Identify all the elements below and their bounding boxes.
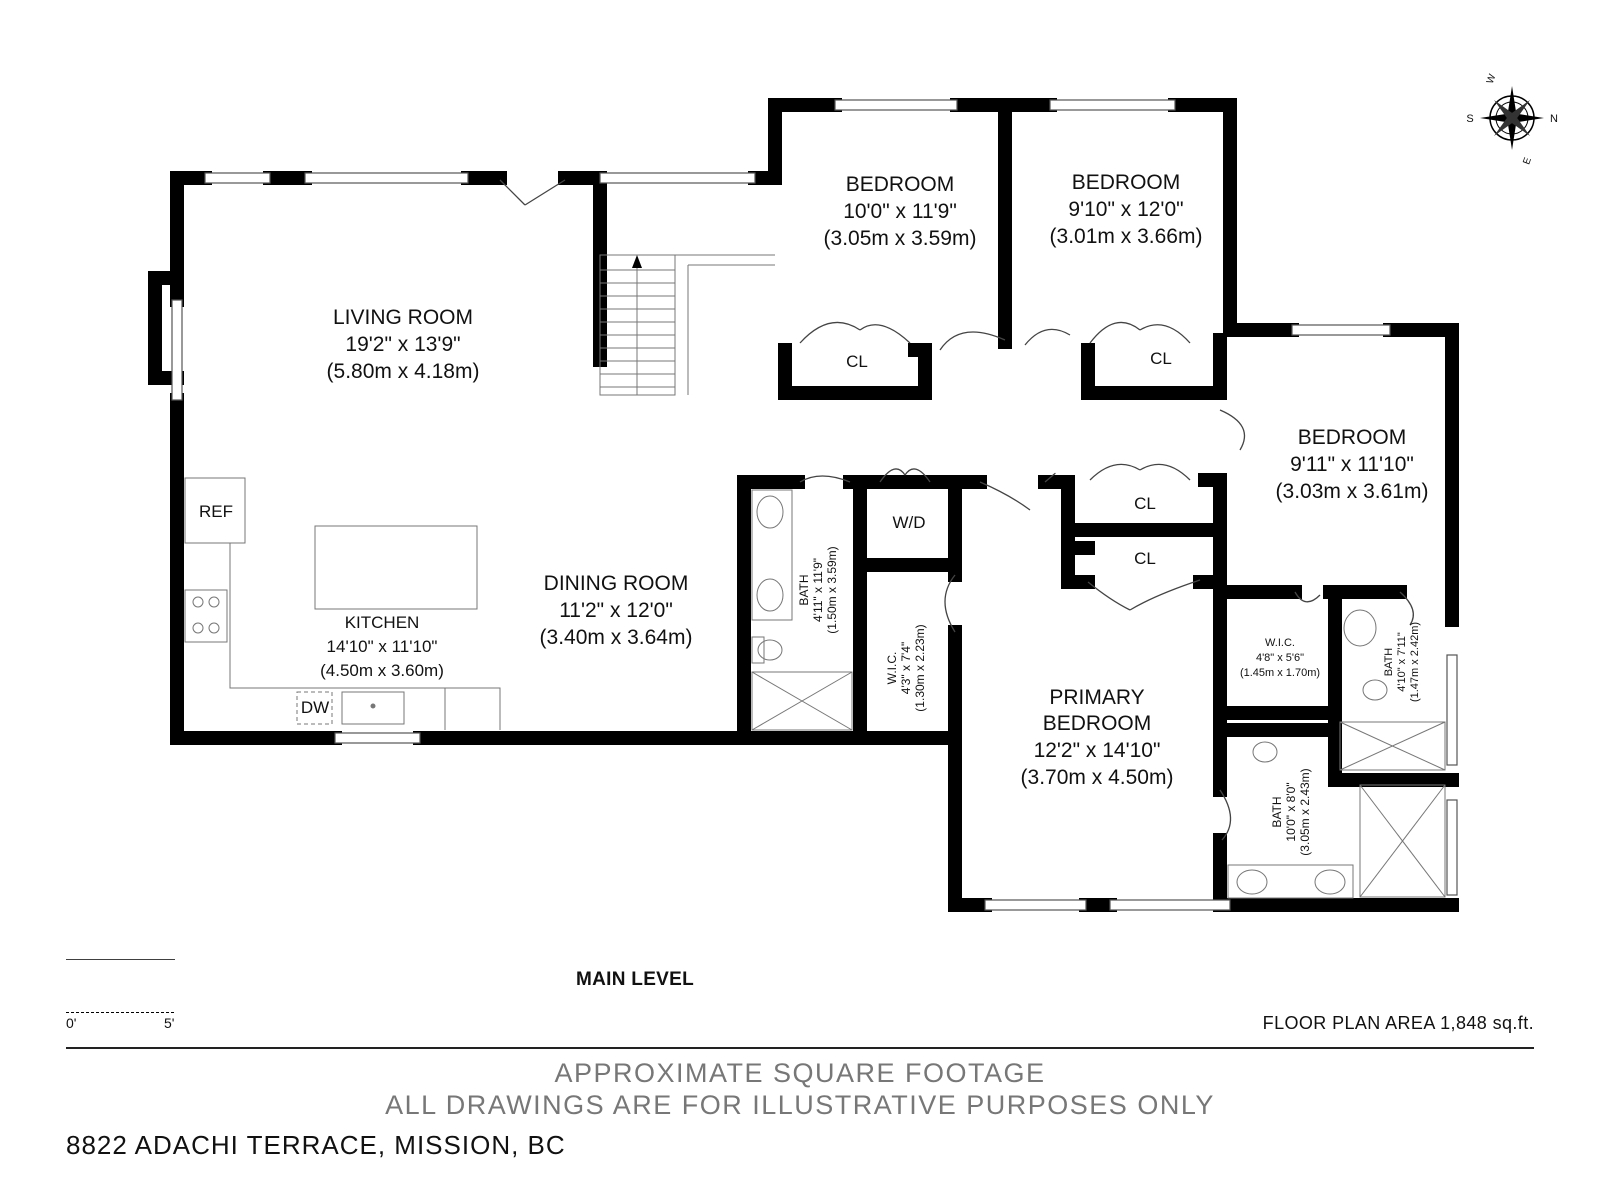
room-labels: LIVING ROOM 19'2" x 13'9" (5.80m x 4.18m… xyxy=(199,171,1428,856)
doors xyxy=(499,179,1414,841)
stairs xyxy=(599,254,775,396)
disclaimer-2: ALL DRAWINGS ARE FOR ILLUSTRATIVE PURPOS… xyxy=(385,1090,1215,1120)
dining-room-size: 11'2" x 12'0" xyxy=(559,599,673,622)
scale-start: 0' xyxy=(66,1015,77,1031)
wic1-name: W.I.C. xyxy=(885,652,899,685)
wic2-name: W.I.C. xyxy=(1265,637,1295,649)
closet-label-4: CL xyxy=(1134,549,1156,568)
primary-name-1: PRIMARY xyxy=(1049,686,1144,709)
divider xyxy=(66,1047,1534,1049)
kitchen-metric: (4.50m x 3.60m) xyxy=(320,661,444,680)
kitchen-name: KITCHEN xyxy=(345,613,420,632)
kitchen-size: 14'10" x 11'10" xyxy=(327,637,438,656)
wic2-metric: (1.45m x 1.70m) xyxy=(1240,667,1320,679)
bedroom3-name: BEDROOM xyxy=(1298,426,1407,449)
windows xyxy=(171,99,1458,911)
floor-plan: W N S E LIVING ROOM 19'2" x 13'9" (5.80m… xyxy=(66,72,1558,960)
living-room-metric: (5.80m x 4.18m) xyxy=(327,360,480,383)
bath3-metric: (3.05m x 2.43m) xyxy=(1298,768,1312,855)
wic1-metric: (1.30m x 2.23m) xyxy=(913,624,927,711)
compass-rose-icon: W N S E xyxy=(1466,72,1558,166)
scale-bar-line xyxy=(66,1012,174,1013)
bedroom2-name: BEDROOM xyxy=(1072,171,1181,194)
compass-w: W xyxy=(1485,72,1499,85)
bath3-size: 10'0" x 8'0" xyxy=(1284,782,1298,841)
primary-name-2: BEDROOM xyxy=(1043,712,1152,735)
bath1-size: 4'11" x 11'9" xyxy=(811,558,825,622)
address: 8822 ADACHI TERRACE, MISSION, BC xyxy=(66,1130,566,1160)
bath2-metric: (1.47m x 2.42m) xyxy=(1409,622,1421,702)
compass-s: S xyxy=(1466,113,1473,125)
closet-label-3: CL xyxy=(1134,494,1156,513)
scale-end: 5' xyxy=(164,1015,175,1031)
wd-label: W/D xyxy=(892,513,925,532)
bath1-metric: (1.50m x 3.59m) xyxy=(825,546,839,633)
walls xyxy=(148,98,1459,912)
compass-n: N xyxy=(1550,113,1558,125)
bedroom3-metric: (3.03m x 3.61m) xyxy=(1276,480,1429,503)
bath2-size: 4'10" x 7'11" xyxy=(1396,632,1408,692)
bedroom2-size: 9'10" x 12'0" xyxy=(1068,198,1183,221)
bath-fixtures xyxy=(751,489,1446,899)
disclaimer-1: APPROXIMATE SQUARE FOOTAGE xyxy=(554,1058,1046,1088)
dw-label: DW xyxy=(301,698,329,717)
wic1-size: 4'3" x 7'4" xyxy=(899,642,913,694)
bedroom1-size: 10'0" x 11'9" xyxy=(843,200,957,223)
bath3-name: BATH xyxy=(1270,796,1284,827)
primary-size: 12'2" x 14'10" xyxy=(1034,739,1161,762)
bedroom3-size: 9'11" x 11'10" xyxy=(1290,453,1414,476)
level-title: MAIN LEVEL xyxy=(575,969,695,990)
closet-label-1: CL xyxy=(846,352,868,371)
living-room-size: 19'2" x 13'9" xyxy=(345,333,460,356)
bath2-name: BATH xyxy=(1383,648,1395,677)
dining-room-metric: (3.40m x 3.64m) xyxy=(540,626,693,649)
floor-area: FLOOR PLAN AREA 1,848 sq.ft. xyxy=(1262,1013,1534,1033)
wic2-size: 4'8" x 5'6" xyxy=(1256,652,1304,664)
primary-metric: (3.70m x 4.50m) xyxy=(1021,766,1174,789)
kitchen-fixtures xyxy=(184,477,501,730)
living-room-name: LIVING ROOM xyxy=(333,306,473,329)
bedroom1-metric: (3.05m x 3.59m) xyxy=(824,227,977,250)
dining-room-name: DINING ROOM xyxy=(544,572,689,595)
closet-label-2: CL xyxy=(1150,349,1172,368)
ref-label: REF xyxy=(199,502,233,521)
bedroom2-metric: (3.01m x 3.66m) xyxy=(1050,225,1203,248)
bath1-name: BATH xyxy=(797,574,811,605)
bedroom1-name: BEDROOM xyxy=(846,173,955,196)
compass-e: E xyxy=(1521,156,1534,166)
